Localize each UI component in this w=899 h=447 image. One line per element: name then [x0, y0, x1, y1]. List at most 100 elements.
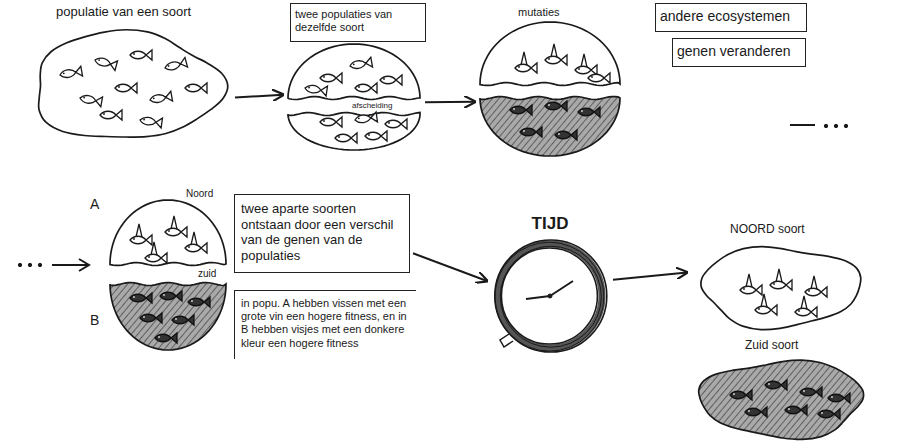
- fish-group: [520, 127, 542, 137]
- heading-box: twee populaties van dezelfde soort: [290, 3, 426, 42]
- clock-hands: [548, 294, 552, 298]
- fish-group: [770, 269, 792, 290]
- population-outline: [39, 30, 228, 137]
- continuation-mark: [18, 263, 21, 266]
- upper-population: [480, 22, 620, 86]
- fish-group: [59, 44, 850, 419]
- fish-group: [510, 105, 532, 115]
- fish-group: [304, 83, 327, 96]
- connector-group: [235, 95, 687, 281]
- fish-group: [385, 119, 407, 129]
- fish-group: [795, 296, 817, 317]
- fish-group: [575, 54, 597, 75]
- fish-group: [555, 130, 577, 140]
- node-text: Zuid soort: [745, 338, 845, 352]
- text-holder: mutaties: [518, 6, 598, 19]
- text-box: twee aparte soorten ontstaan door een ve…: [234, 194, 410, 273]
- fish-group: [172, 315, 194, 325]
- fish-group: [545, 101, 567, 111]
- node-text: genen veranderen: [677, 43, 801, 60]
- continuation-mark: [28, 263, 31, 266]
- fish-group: [320, 73, 342, 83]
- text-holder: Noord: [186, 188, 228, 200]
- node-text: in popu. A hebben vissen met een grote v…: [241, 297, 410, 350]
- fish-group: [785, 405, 807, 415]
- fish-group: [100, 110, 122, 120]
- fish-group: [59, 66, 82, 80]
- text-holder: zuid: [198, 268, 228, 280]
- blob-outline: [690, 338, 875, 444]
- fish-group: [165, 216, 187, 237]
- text-box: in popu. A hebben vissen met een grote v…: [234, 290, 416, 359]
- fish-group: [545, 44, 567, 65]
- fish-group: [188, 297, 210, 307]
- lower-population: [110, 283, 226, 350]
- flow-arrow: [425, 101, 475, 104]
- fish-group: [740, 274, 762, 295]
- population-outline: [699, 360, 864, 439]
- fish-group: [354, 112, 377, 125]
- fish-group: [94, 55, 118, 70]
- node-text: twee aparte soorten ontstaan door een ve…: [241, 201, 403, 263]
- fish-group: [355, 83, 377, 93]
- continuation-mark: [52, 264, 88, 266]
- continuation-mark: [38, 263, 41, 266]
- fish-group: [140, 313, 162, 323]
- fish-group: [828, 393, 850, 403]
- clock-hands: [500, 334, 513, 347]
- continuation-mark: [824, 124, 827, 127]
- clock-ring: [495, 242, 604, 351]
- fish-group: [130, 50, 152, 60]
- fish-group: [335, 133, 357, 143]
- fish-group: [515, 52, 537, 73]
- text-holder: TIJD: [490, 214, 610, 234]
- species-blob: Zuid soort: [690, 338, 875, 444]
- fish-group: [185, 232, 207, 253]
- split-population: Noord zuid: [108, 190, 228, 352]
- text-holder: NOORD soort: [730, 222, 850, 236]
- note-box: andere ecosystemen: [655, 3, 807, 32]
- node-text: populatie van een soort: [56, 4, 226, 20]
- continuation-mark: [79, 259, 89, 271]
- upper-population: [110, 200, 226, 266]
- clock-ring: [500, 246, 601, 347]
- text-holder: Zuid soort: [745, 338, 845, 352]
- fish-group: [149, 91, 172, 105]
- fish-group: [164, 57, 188, 72]
- fish-group: [805, 276, 827, 297]
- continuation-mark: [18, 124, 847, 271]
- continuation-mark: [790, 124, 815, 126]
- fish-group: [115, 83, 137, 93]
- node-text: mutaties: [518, 6, 598, 19]
- fish-group: [139, 115, 162, 128]
- text-holder: populatie van een soort: [56, 4, 226, 20]
- text-holder: afscheiding: [352, 101, 422, 111]
- split-outline: [478, 6, 622, 158]
- node-text: twee populaties van dezelfde soort: [295, 8, 421, 34]
- note-box: genen veranderen: [672, 38, 806, 67]
- population-letter: B: [90, 312, 99, 329]
- clock-ring: [498, 244, 602, 348]
- fish-group: [130, 224, 152, 245]
- fish-group: [365, 131, 387, 141]
- split-population: mutaties: [478, 6, 622, 158]
- blob-outline: [690, 222, 870, 334]
- fish-group: [730, 390, 752, 400]
- fish-group: [160, 291, 182, 301]
- clock-hands: [526, 296, 550, 299]
- fish-group: [765, 380, 787, 390]
- clock-ring: [501, 248, 597, 344]
- fish-group: [185, 83, 207, 93]
- fish-group: [578, 107, 600, 117]
- clock-outline: [490, 214, 610, 348]
- flow-arrow: [613, 272, 687, 279]
- species-blob: NOORD soort: [690, 222, 870, 334]
- population-outline: [701, 247, 861, 330]
- clock: TIJD: [490, 214, 610, 348]
- fish-group: [145, 242, 167, 263]
- population-letter: A: [90, 196, 99, 213]
- split-population: afscheiding: [286, 44, 422, 152]
- clock-ring: [495, 240, 607, 352]
- fish-group: [818, 409, 840, 419]
